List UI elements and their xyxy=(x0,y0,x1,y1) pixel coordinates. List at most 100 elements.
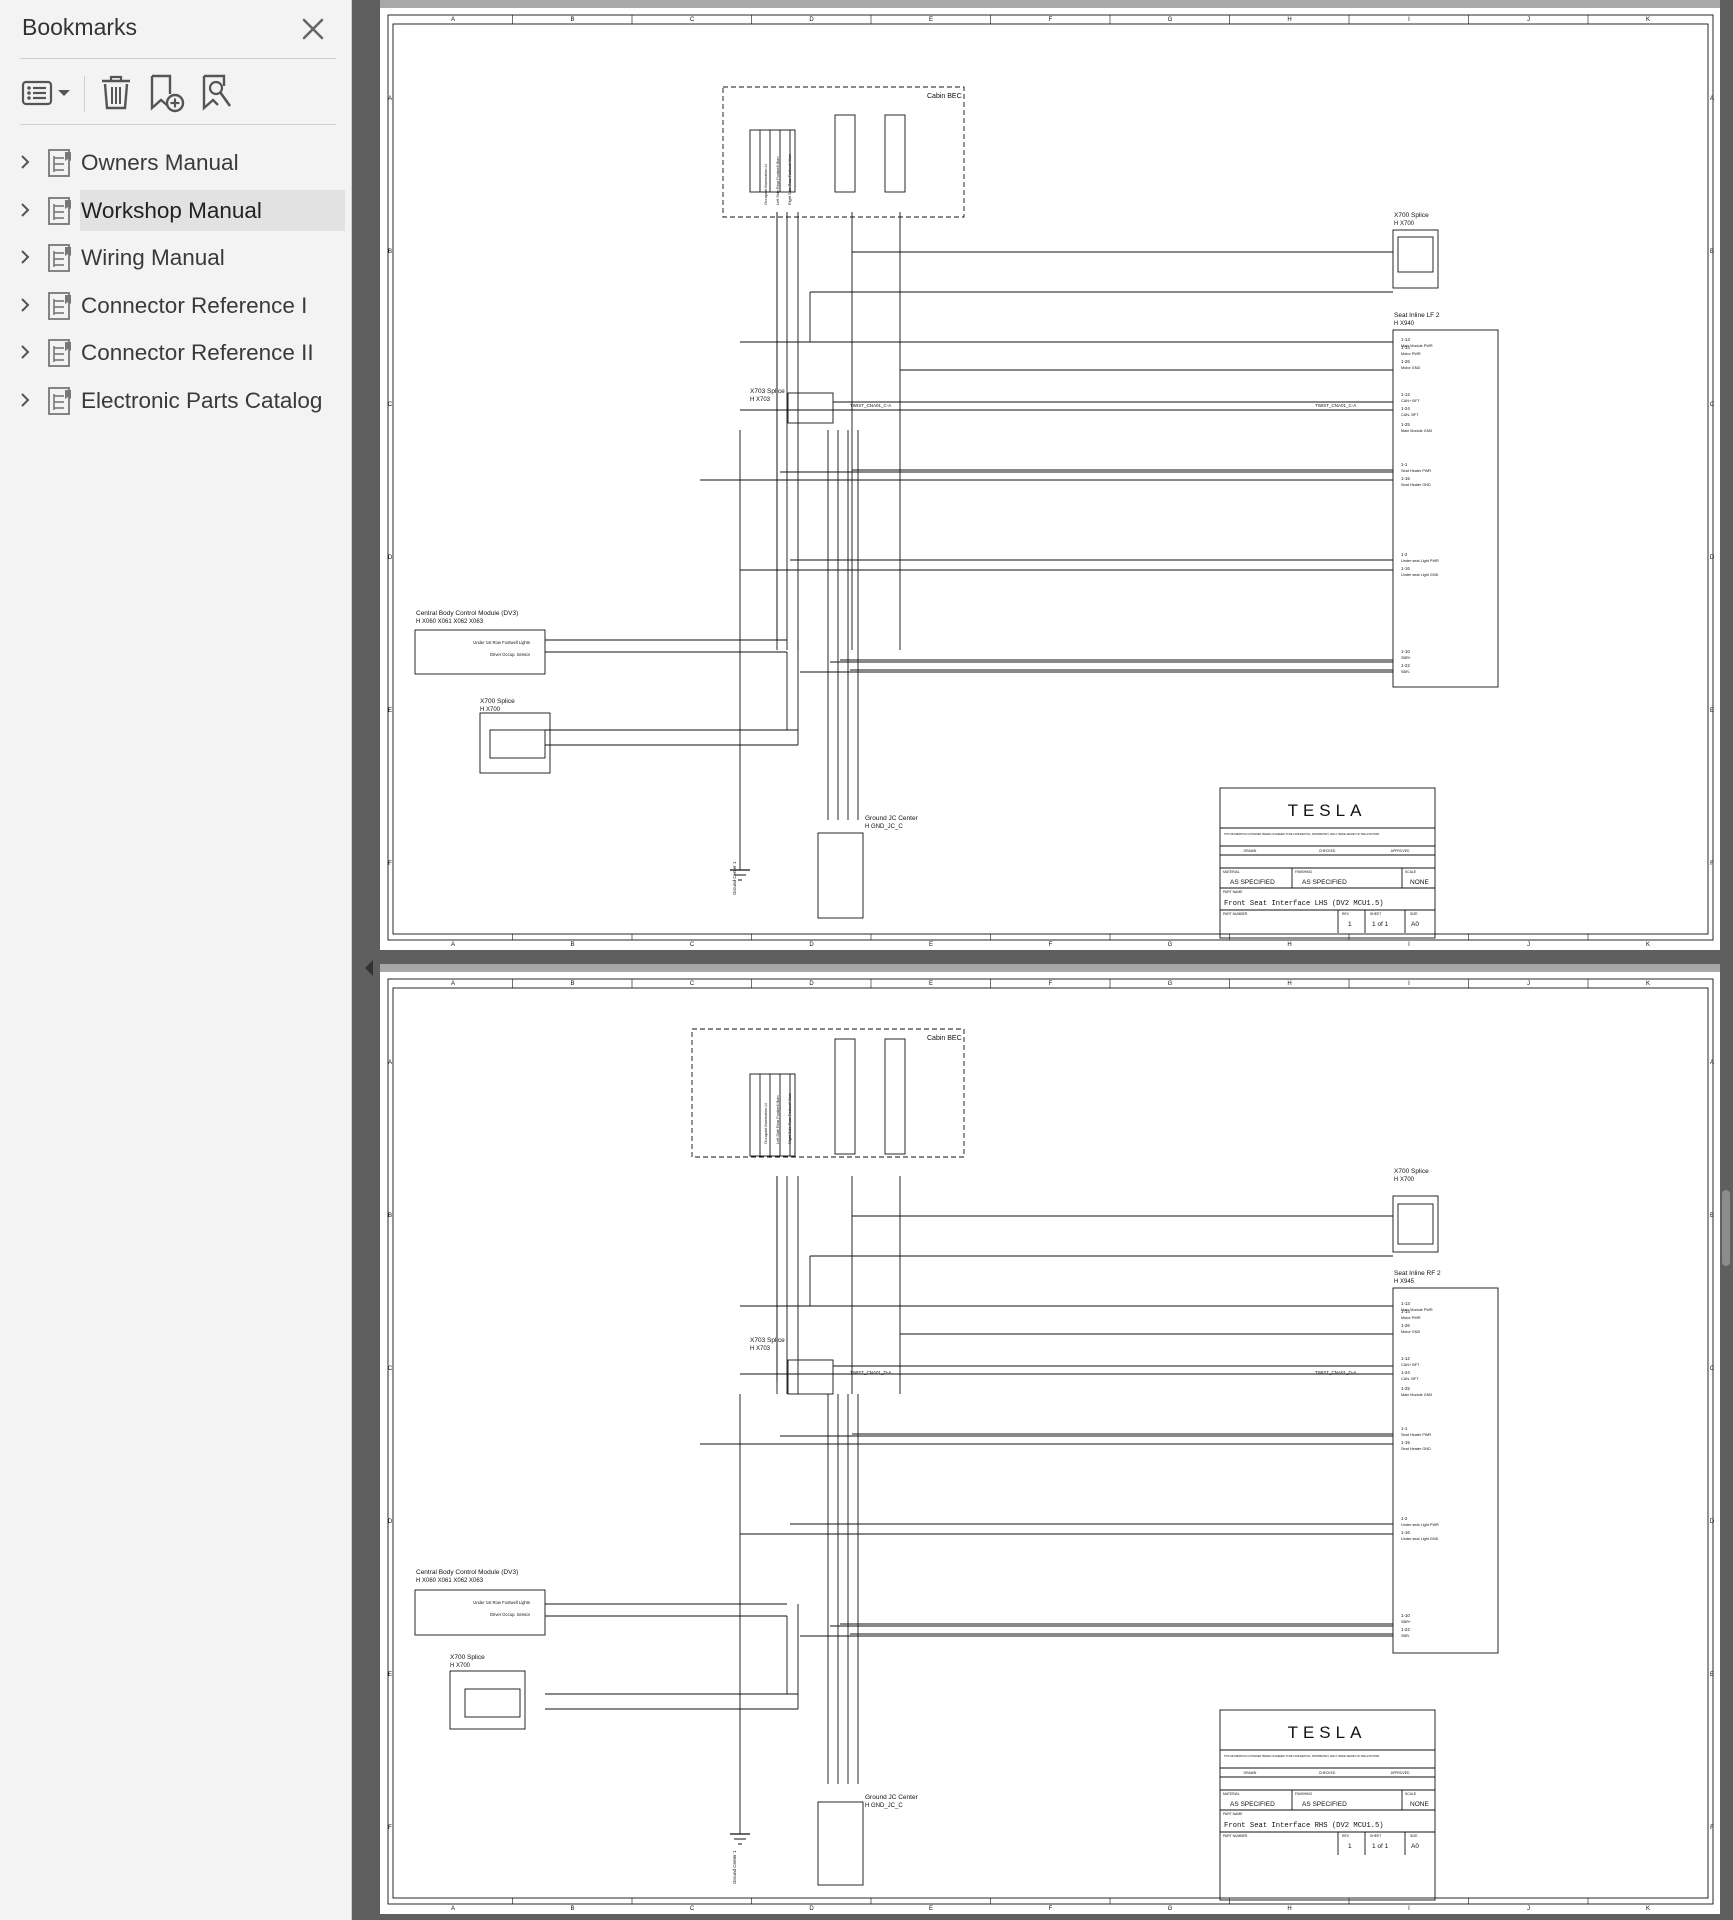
grid-col-label: E xyxy=(929,942,933,948)
cbcm-pin-label: Driver Occup. Sensor xyxy=(490,1612,531,1617)
grid-col-label: H xyxy=(1287,981,1291,987)
bookmark-item-wiring-manual[interactable]: Wiring Manual xyxy=(0,235,352,279)
title-field: SHEET xyxy=(1370,912,1381,916)
vertical-scrollbar[interactable] xyxy=(1722,1190,1730,1266)
pin-number: 1-25 xyxy=(1401,422,1410,427)
title-field: SCALE xyxy=(1405,1792,1417,1796)
pin-name: Under seat Light GND xyxy=(1401,1537,1439,1541)
title-block xyxy=(1219,1709,1436,1901)
bookmark-item-connector-reference-ii[interactable]: Connector Reference II xyxy=(0,330,352,374)
cbcm-pin-label: Driver Occup. Sensor xyxy=(490,652,531,657)
bookmark-label: Electronic Parts Catalog xyxy=(81,388,323,413)
grid-col-label: C xyxy=(690,1906,695,1912)
bookmark-item-workshop-manual[interactable]: Workshop Manual xyxy=(0,188,352,232)
add-bookmark-button[interactable] xyxy=(146,70,188,116)
twist-label: TWIST_CNA01_D-A xyxy=(850,1370,891,1375)
grid-col-label: C xyxy=(690,942,695,948)
grid-col-label: I xyxy=(1408,17,1410,23)
grid-row-label: F xyxy=(388,861,392,867)
bec-component xyxy=(834,114,856,193)
chevron-right-icon[interactable] xyxy=(18,248,32,266)
splice-label: X700 Splice xyxy=(450,1654,485,1661)
bookmark-tree-icon xyxy=(48,196,71,225)
grid-col-label: D xyxy=(809,17,814,23)
splice-x700-right xyxy=(1392,229,1439,289)
pin-number: 1-1 xyxy=(1401,462,1408,467)
grid-col-label: C xyxy=(690,17,695,23)
bec-component xyxy=(834,1038,856,1155)
grid-col-label: K xyxy=(1646,981,1650,987)
title-field: FINISHING xyxy=(1295,870,1313,874)
title-field: PART NUMBER xyxy=(1223,912,1248,916)
inline-code: H X945 xyxy=(1394,1279,1415,1285)
find-bookmark-button[interactable] xyxy=(198,70,240,116)
grid-col-label: D xyxy=(809,1906,814,1912)
selection-highlight xyxy=(80,189,345,231)
grid-col-label: H xyxy=(1287,17,1291,23)
grid-row-label: D xyxy=(388,555,393,561)
collapse-panel-icon[interactable] xyxy=(362,958,376,978)
pin-number: 1-13 xyxy=(1401,337,1410,342)
bec-pin-label: Right Side Rear Footwell Illum xyxy=(788,1093,792,1144)
grid-row-label: C xyxy=(388,1366,393,1372)
pin-number: 1-1 xyxy=(1401,1426,1408,1431)
splice-label: X700 Splice xyxy=(1394,1168,1429,1175)
grid-col-label: G xyxy=(1168,17,1173,23)
bookmark-item-connector-reference-i[interactable]: Connector Reference I xyxy=(0,283,352,327)
cabin-bec-label: Cabin BEC xyxy=(927,93,962,100)
cabin-bec-box xyxy=(722,86,965,218)
pin-number: 1-16 xyxy=(1401,566,1410,571)
grid-row-label: F xyxy=(1710,861,1714,867)
grid-col-label: E xyxy=(929,17,933,23)
bookmark-item-owners-manual[interactable]: Owners Manual xyxy=(0,140,352,184)
title-value: AS SPECIFIED xyxy=(1302,879,1347,886)
pin-number: 1-15 xyxy=(1401,476,1410,481)
panel-title: Bookmarks xyxy=(22,14,138,40)
grid-col-label: A xyxy=(451,942,455,948)
outer-border xyxy=(387,978,1714,1905)
chevron-right-icon[interactable] xyxy=(18,153,32,171)
pin-number: 1-2 xyxy=(1401,552,1408,557)
pin-name: Motor GND xyxy=(1401,366,1420,370)
title-field: DRAWN xyxy=(1244,1771,1257,1775)
pin-number: 1-13 xyxy=(1401,1301,1410,1306)
title-field: REV xyxy=(1342,1834,1350,1838)
grid-col-label: G xyxy=(1168,942,1173,948)
splice-x700-left xyxy=(479,712,551,774)
grid-col-label: I xyxy=(1408,1906,1410,1912)
grid-col-label: G xyxy=(1168,1906,1173,1912)
pin-name: Seat Heater PWR xyxy=(1401,469,1431,473)
divider xyxy=(20,124,336,125)
grid-col-label: J xyxy=(1527,942,1530,948)
title-value: AS SPECIFIED xyxy=(1230,1801,1275,1808)
title-field: PART NUMBER xyxy=(1223,1834,1248,1838)
delete-bookmark-button[interactable] xyxy=(96,70,136,116)
chevron-right-icon[interactable] xyxy=(18,296,32,314)
bec-pin-label: Right Side Rear Footwell Illum xyxy=(788,154,792,205)
pin-name: SBR+ xyxy=(1401,1620,1412,1624)
grid-col-label: B xyxy=(570,17,574,23)
options-menu-button[interactable] xyxy=(20,70,74,116)
splice-label: X700 Splice xyxy=(1394,212,1429,219)
pin-name: Main Module GND xyxy=(1401,1393,1432,1397)
title-value: NONE xyxy=(1410,1801,1429,1808)
pin-name: SBR- xyxy=(1401,1634,1411,1638)
chevron-right-icon[interactable] xyxy=(18,391,32,409)
chevron-right-icon[interactable] xyxy=(18,201,32,219)
pin-number: 1-22 xyxy=(1401,1627,1410,1632)
title-value: 1 xyxy=(1348,1843,1352,1850)
title-field: CHECKED xyxy=(1319,849,1336,853)
splice-x703 xyxy=(787,392,834,424)
ground-code: H GND_JC_C xyxy=(865,1803,903,1809)
pin-name: Motor PWR xyxy=(1401,1316,1421,1320)
bookmark-label: Workshop Manual xyxy=(81,197,262,223)
grid-row-label: F xyxy=(1710,1825,1714,1831)
chevron-right-icon[interactable] xyxy=(18,343,32,361)
grid-row-label: B xyxy=(1710,1213,1714,1219)
bookmark-item-electronic-parts-catalog[interactable]: Electronic Parts Catalog xyxy=(0,378,352,422)
splice-code: H X700 xyxy=(1394,1177,1415,1183)
page-header-bar xyxy=(380,0,1720,8)
close-icon[interactable] xyxy=(296,12,330,46)
title-field: REV xyxy=(1342,912,1350,916)
grid-col-label: J xyxy=(1527,981,1530,987)
